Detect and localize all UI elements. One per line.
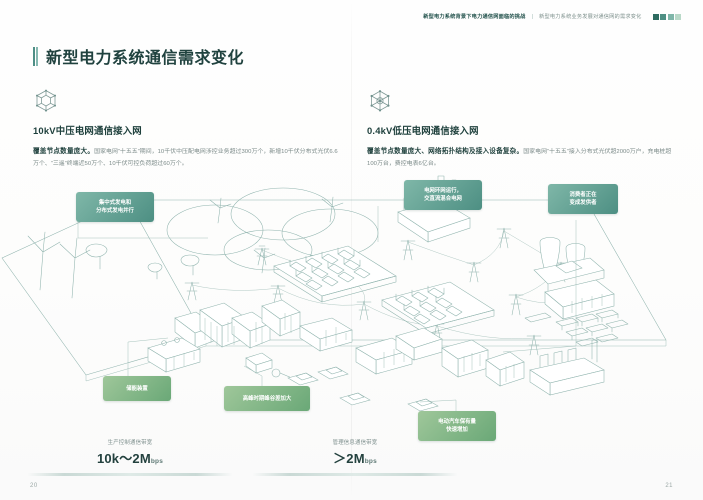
tree-group [85, 243, 200, 280]
callout-generation[interactable]: 集中式发电和 分布式发电并行 [76, 192, 154, 222]
industrial-shed [544, 279, 615, 320]
bandwidth-unit-production: bps [150, 458, 164, 465]
callout-prosumer[interactable]: 消费者正在 变成发供者 [548, 184, 618, 214]
page-title: 新型电力系统通信需求变化 [33, 44, 244, 68]
callout-ev-growth-line2: 快速增加 [446, 427, 468, 433]
color-square-2 [660, 13, 666, 20]
campus-block-b [381, 281, 495, 335]
bandwidth-card-management: 管理信息通信带宽 ＞2Mbps [252, 438, 458, 476]
city-block-a [174, 299, 301, 349]
page-number-right: 21 [665, 483, 673, 489]
callout-leader-lines [77, 206, 577, 416]
storage-device [147, 337, 201, 373]
campus-block-a [273, 245, 397, 303]
info-heading-04kv: 0.4kV低压电网通信接入网 [367, 125, 479, 136]
ev-charger-group [245, 352, 293, 379]
info-column-10kv: 10kV中压电网通信接入网 覆盖节点数量庞大。国家电网“十五五”期间，10千伏中… [33, 88, 339, 170]
info-lead-10kv: 覆盖节点数量庞大。 [33, 148, 95, 155]
bandwidth-summary-row: 生产控制通信带宽 10k～2Mbps 管理信息通信带宽 ＞2Mbps [27, 438, 665, 476]
bandwidth-rule-management [252, 473, 458, 476]
bandwidth-label-production: 生产控制通信带宽 [107, 440, 153, 446]
info-body-10kv: 覆盖节点数量庞大。国家电网“十五五”期间，10千伏中压配电网涉控业务超过300万… [33, 146, 339, 170]
vehicle-group [287, 260, 583, 412]
callout-ev-growth[interactable]: 电动汽车保有量 快速增加 [418, 411, 496, 441]
callout-storage[interactable]: 储能装置 [103, 376, 171, 401]
color-square-1 [652, 13, 659, 20]
callout-storage-line1: 储能装置 [126, 385, 148, 392]
bandwidth-number-management: ＞2M [333, 451, 365, 466]
callout-prosumer-line1: 消费者正在 [569, 192, 597, 198]
color-square-4 [675, 13, 681, 20]
callout-ev-growth-line1: 电动汽车保有量 [438, 419, 476, 425]
callout-generation-line2: 分布式发电并行 [96, 208, 134, 214]
info-text-04kv: 国家电网“十五五”接入分布式光伏超2000万户，充电桩超100万台，费控电表6亿… [367, 149, 672, 167]
callout-peak-valley-line1: 高峰时期峰谷差加大 [242, 395, 292, 402]
callout-peak-valley[interactable]: 高峰时期峰谷差加大 [224, 386, 310, 411]
bandwidth-value-management: ＞2Mbps [270, 448, 440, 467]
page-title-text: 新型电力系统通信需求变化 [46, 50, 245, 67]
running-head-separator: | [531, 13, 534, 20]
info-column-04kv: 0.4kV低压电网通信接入网 覆盖节点数量庞大、网络拓扑结构及接入设备复杂。国家… [367, 88, 673, 170]
running-head-color-squares [652, 13, 681, 20]
bandwidth-rule-production [27, 473, 233, 476]
running-head: 新型电力系统背景下电力通信网面临的挑战 | 新型电力系统业务发展对通信网的需求变… [423, 13, 681, 20]
info-body-04kv: 覆盖节点数量庞大、网络拓扑结构及接入设备复杂。国家电网“十五五”接入分布式光伏超… [367, 146, 673, 170]
residential-cluster [299, 317, 525, 387]
callout-grid-ring[interactable]: 电网环网运行， 交直流混合电网 [404, 180, 482, 210]
bandwidth-value-production: 10k～2Mbps [45, 448, 215, 467]
sawtooth-factory [529, 339, 605, 396]
info-lead-04kv: 覆盖节点数量庞大、网络拓扑结构及接入设备复杂。 [367, 148, 524, 155]
callout-grid-ring-line1: 电网环网运行， [424, 188, 462, 194]
info-columns: 10kV中压电网通信接入网 覆盖节点数量庞大。国家电网“十五五”期间，10千伏中… [33, 88, 673, 170]
callout-prosumer-line2: 变成发供者 [569, 200, 597, 206]
bandwidth-label-management: 管理信息通信带宽 [332, 440, 378, 446]
running-head-strong: 新型电力系统背景下电力通信网面临的挑战 [423, 14, 526, 20]
isometric-grid-illustration: .ln{fill:none;stroke:#8fb3ad;stroke-widt… [0, 170, 703, 435]
callout-grid-ring-line2: 交直流混合电网 [424, 196, 462, 202]
callout-generation-line1: 集中式发电和 [98, 200, 132, 206]
bandwidth-card-production: 生产控制通信带宽 10k～2Mbps [27, 438, 233, 476]
hexagon-node-icon [33, 88, 59, 114]
running-head-soft: 新型电力系统业务发展对通信网的需求变化 [539, 14, 642, 20]
bandwidth-number-production: 10k～2M [96, 451, 151, 466]
bandwidth-unit-management: bps [364, 458, 377, 465]
color-square-3 [667, 13, 674, 20]
mesh-node-icon [367, 88, 393, 114]
info-heading-10kv: 10kV中压电网通信接入网 [33, 125, 142, 136]
wind-turbine-group [27, 196, 344, 299]
title-accent-bar [33, 46, 39, 66]
page-number-left: 20 [30, 483, 38, 489]
solar-farm [524, 309, 629, 347]
info-text-10kv: 国家电网“十五五”期间，10千伏中压配电网涉控业务超过300万个，新增10千伏分… [33, 149, 338, 167]
